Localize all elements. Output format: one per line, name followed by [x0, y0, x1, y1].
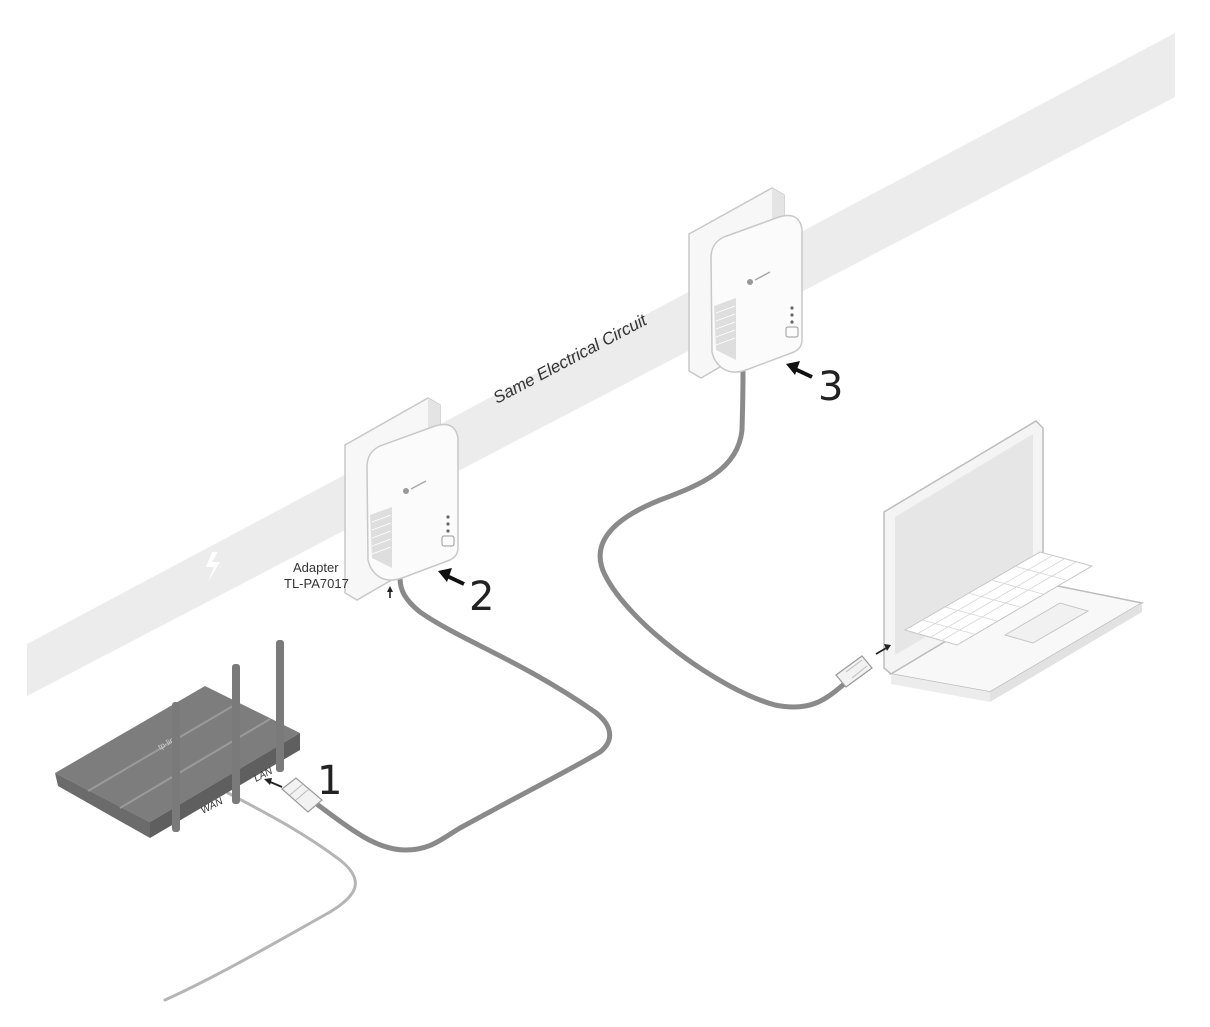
adapter-model: TL-PA7017: [284, 576, 349, 591]
step-2-number: 2: [469, 574, 494, 620]
step-3-number: 3: [818, 364, 843, 410]
step-3-arrow: [786, 361, 813, 379]
lightning-icon: [206, 552, 220, 582]
ethernet-connector-laptop: [835, 655, 873, 688]
ethernet-cable-router-to-adapter: [315, 575, 612, 853]
adapter-title: Adapter: [293, 560, 339, 575]
wan-cable: [163, 791, 357, 1002]
laptop-insert-arrow: [875, 644, 891, 655]
step-1-number: 1: [317, 758, 342, 804]
tp-link-logo-icon: [403, 480, 427, 494]
ethernet-connector-router: [281, 777, 323, 813]
step-2-arrow: [438, 568, 465, 586]
powerline-adapter-2: [688, 187, 803, 379]
tp-link-logo-icon: [747, 271, 771, 285]
router-antenna-middle: [232, 664, 240, 804]
adapter-1-cable-arrow: [387, 586, 393, 598]
laptop: [883, 420, 1145, 702]
router-antenna-left: [172, 702, 180, 832]
wireless-router: tp-link: [55, 640, 300, 838]
powerline-adapter-1: [344, 397, 459, 601]
electrical-circuit-band: [27, 33, 1175, 696]
ethernet-cable-adapter-to-laptop: [597, 367, 846, 710]
router-antenna-right: [276, 640, 284, 772]
